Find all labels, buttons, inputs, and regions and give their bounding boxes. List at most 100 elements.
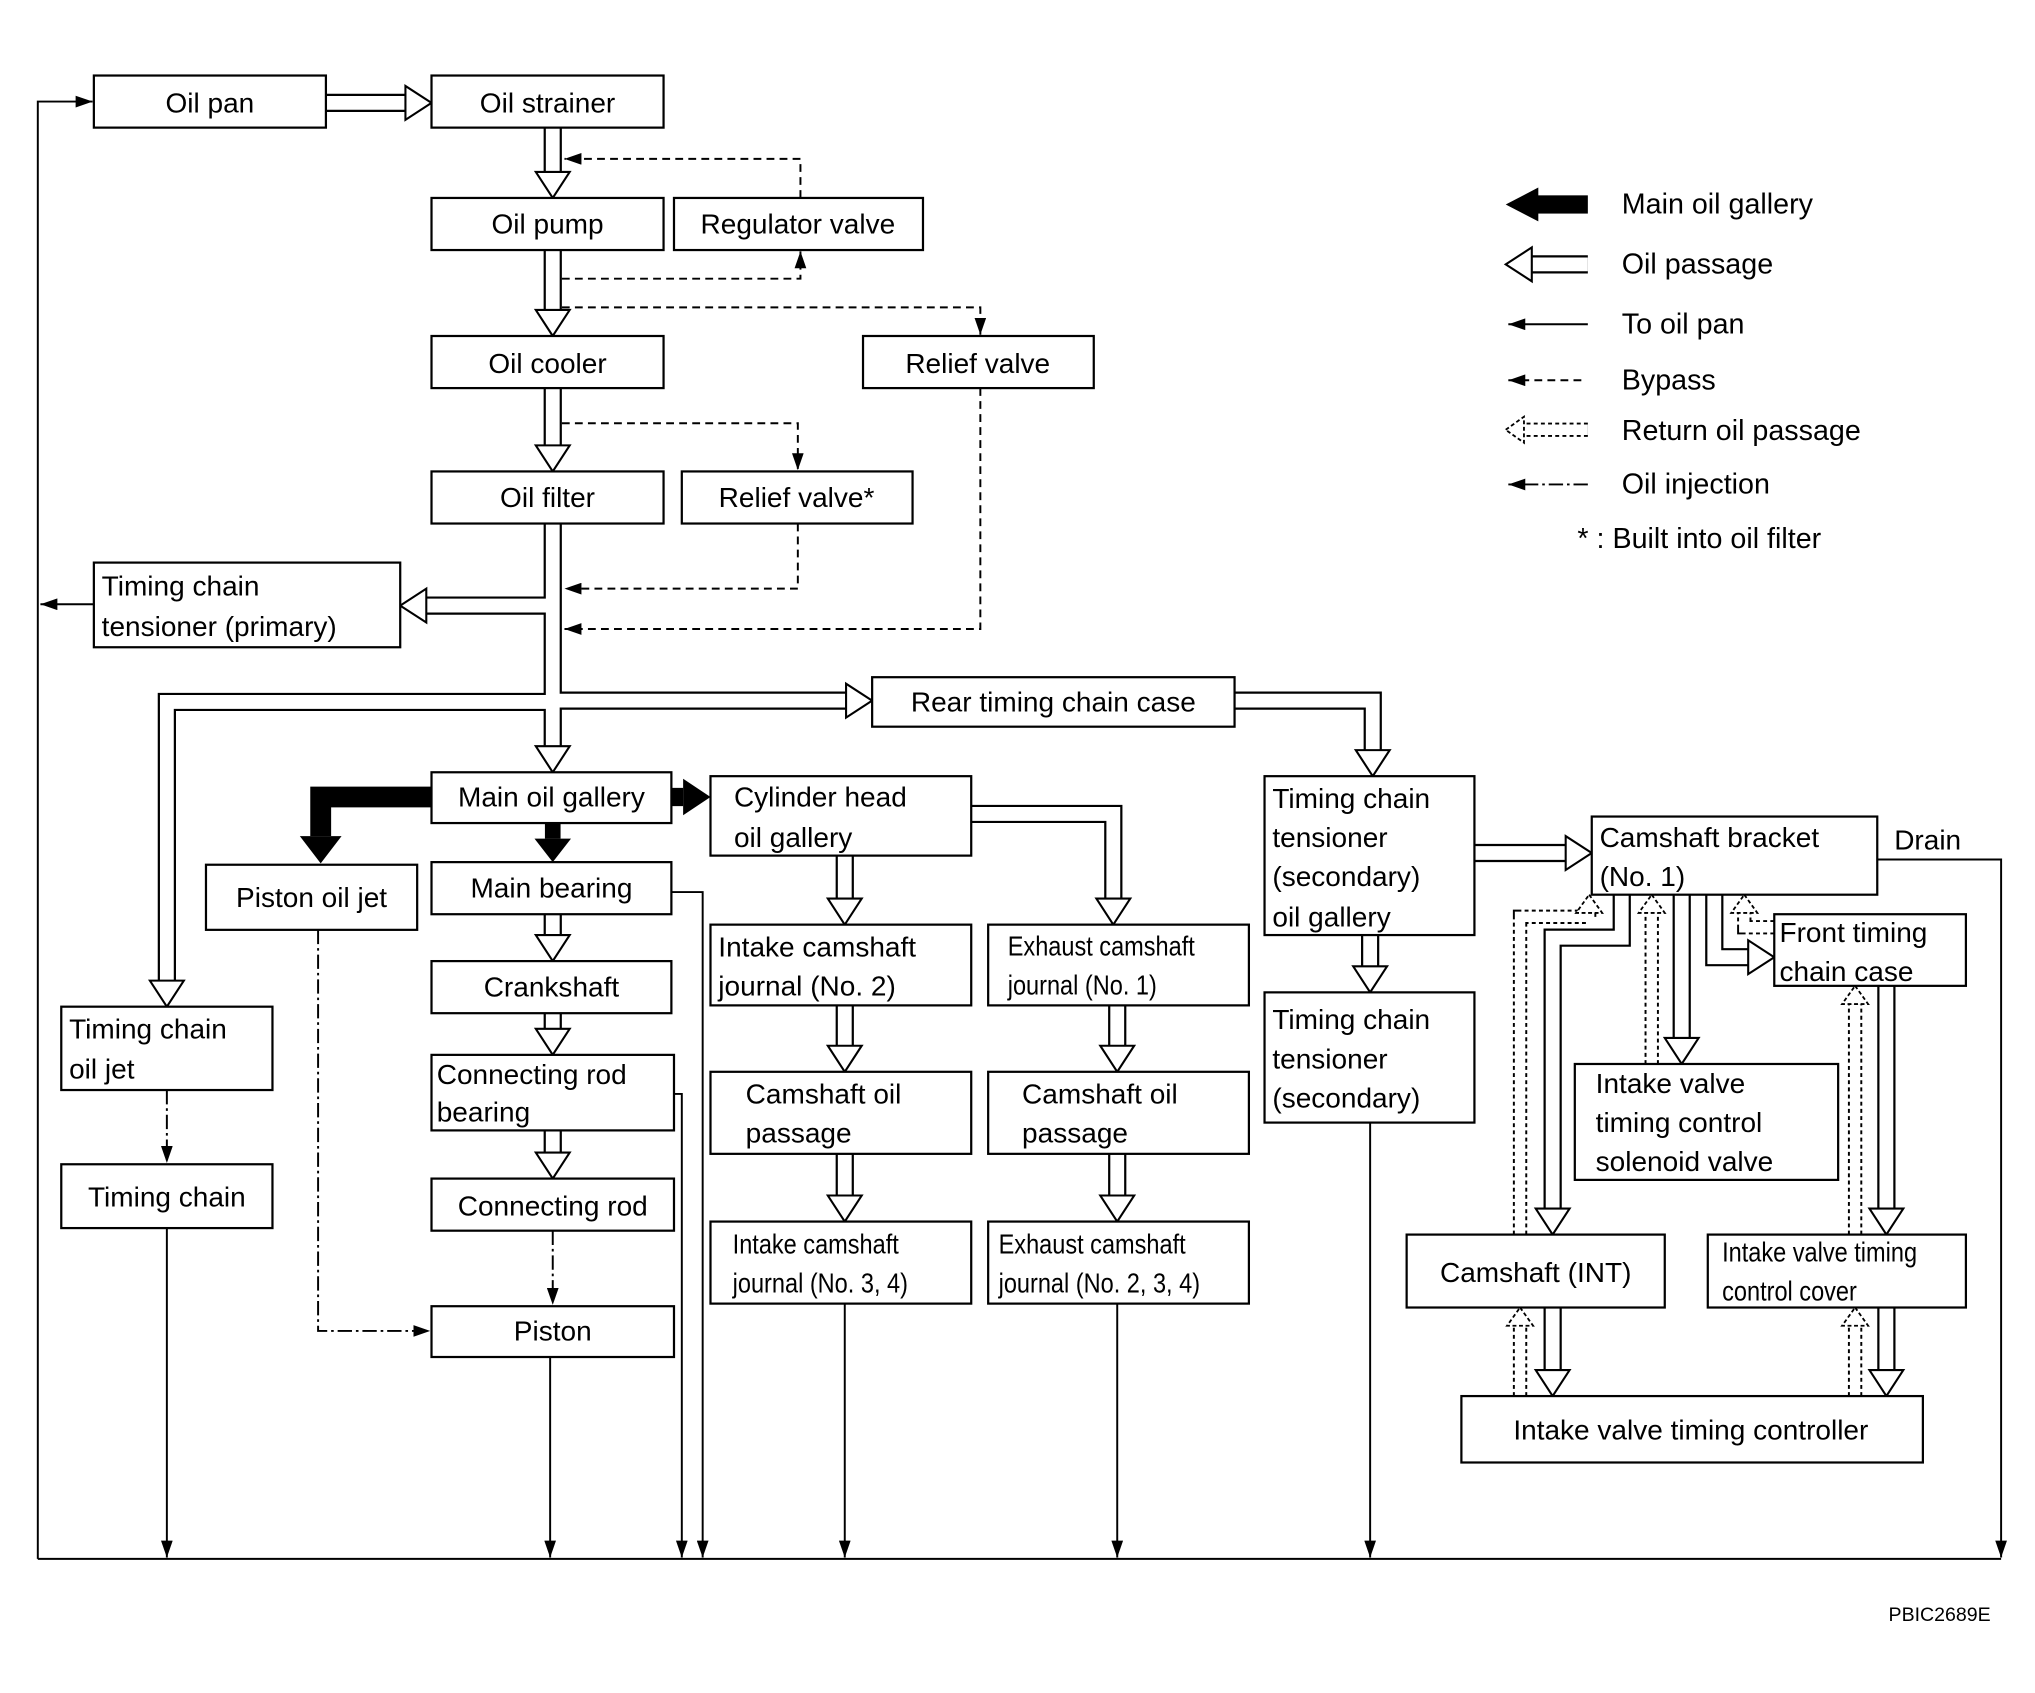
bypass-line-pump-to-regulator <box>561 251 807 280</box>
intake-valve-timing-control-solenoid-valve-label-line-1: Intake valve <box>1596 1068 1745 1099</box>
camshaft-oil-passage-exhaust-label-line-1: Camshaft oil <box>1022 1078 1178 1109</box>
crankshaft-label-line-1: Crankshaft <box>484 972 620 1003</box>
timing-chain-tensioner-secondary-label-line-1: Timing chain <box>1272 1004 1430 1035</box>
piston-label-line-1: Piston <box>514 1315 592 1346</box>
timing-chain-tensioner-secondary-label-line-3: (secondary) <box>1272 1082 1420 1113</box>
legend-label-2: Oil passage <box>1622 248 1773 280</box>
oil-passage-arrow-22-fill <box>1545 894 1629 1209</box>
box-timing-chain-tensioner-secondary <box>1263 991 1476 1124</box>
box-relief-valve <box>861 334 1095 390</box>
oil-passage-arrow-10-head <box>533 934 572 964</box>
return-oil-passage-arrow-3-fill <box>1739 912 1775 933</box>
oil-passage-arrow-17-head <box>1098 1044 1137 1074</box>
oil-passage-arrow-9-fill <box>1234 693 1380 751</box>
figure-code: PBIC2689E <box>1889 1604 1991 1626</box>
exhaust-camshaft-journal-no2-3-4-label-line-1: Exhaust camshaft <box>999 1230 1186 1260</box>
oil-passage-arrow-16-head <box>825 1194 864 1224</box>
legend-return-oil-passage-arrow-head <box>1504 414 1525 445</box>
return-oil-passage-arrow-6-head <box>1840 1305 1870 1327</box>
timing-chain-tensioner-primary-label-line-1: Timing chain <box>102 571 260 602</box>
piston-oil-jet-label-line-1: Piston oil jet <box>236 882 387 913</box>
return-oil-passage-arrow-2-head <box>1636 893 1667 914</box>
box-camshaft-oil-passage-intake <box>709 1070 973 1155</box>
oil-passage-arrow-13-head <box>825 897 864 927</box>
oil-passage-arrow-19-head <box>1351 965 1390 995</box>
exhaust-camshaft-journal-no1-label-line-1: Exhaust camshaft <box>1008 932 1195 962</box>
legend-label-3: To oil pan <box>1622 308 1745 340</box>
intake-valve-timing-control-solenoid-valve-label-line-2: timing control <box>1596 1107 1763 1138</box>
return-oil-passage-arrow-1-fill <box>1514 911 1595 1235</box>
box-piston <box>430 1305 676 1359</box>
legend-label-5: Return oil passage <box>1622 415 1861 447</box>
box-main-oil-gallery <box>430 771 673 825</box>
box-oil-filter <box>430 470 665 525</box>
box-oil-pan <box>92 74 328 129</box>
main-bearing-label-line-1: Main bearing <box>470 873 632 904</box>
relief-valve-label-line-1: Relief valve <box>905 348 1050 379</box>
oil-passage-arrow-18-head <box>1098 1194 1137 1224</box>
bypass-line-cooler-to-relief-valve-filter <box>561 422 804 471</box>
oil-passage-arrow-6-head <box>398 586 428 625</box>
oil-passage-arrow-9-head <box>1353 749 1392 779</box>
box-exhaust-camshaft-journal-no2-3-4 <box>987 1220 1251 1305</box>
cylinder-head-oil-gallery-label-line-1: Cylinder head <box>734 782 907 813</box>
oil-passage-arrow-21-head <box>1662 1036 1701 1066</box>
relief-valve-filter-label-line-1: Relief valve* <box>719 482 875 513</box>
oil-passage-arrow-12-head <box>533 1151 572 1181</box>
intake-camshaft-journal-no3-4-label-line-1: Intake camshaft <box>733 1230 899 1260</box>
intake-valve-timing-control-solenoid-valve-label-line-3: solenoid valve <box>1596 1146 1774 1177</box>
box-intake-valve-timing-control-solenoid-valve <box>1573 1062 1840 1181</box>
return-passage-inner-layer <box>1514 424 1861 1397</box>
oil-passage-arrow-14-fill <box>971 807 1121 899</box>
legend-note: * : Built into oil filter <box>1577 523 1821 555</box>
oil-passage-arrow-4-head <box>533 444 572 474</box>
camshaft-int-label-line-1: Camshaft (INT) <box>1440 1257 1631 1288</box>
regulator-valve-label-line-1: Regulator valve <box>701 209 896 240</box>
box-oil-pump <box>430 196 665 252</box>
box-exhaust-camshaft-journal-no1 <box>987 923 1251 1007</box>
legend-oil-passage-arrow-head <box>1503 245 1533 284</box>
return-to-oil-pan-left-line <box>36 95 93 1559</box>
return-oil-passage-arrow-1-head <box>1574 893 1604 914</box>
oil-passage-arrow-11-head <box>533 1027 572 1057</box>
legend-main-oil-gallery-arrow-head <box>1505 187 1539 222</box>
box-piston-oil-jet <box>204 863 419 931</box>
bypass-line-relief-valve-return <box>564 388 982 635</box>
camshaft-oil-passage-intake-label-line-2: passage <box>746 1118 852 1149</box>
return-line-main-bearing <box>671 891 709 1558</box>
legend-main-oil-gallery-arrow-shaft <box>1537 195 1588 214</box>
front-timing-chain-case-label-line-1: Front timing <box>1779 917 1927 948</box>
oil-passage-arrow-26-head <box>1867 1368 1906 1398</box>
oil-passage-arrow-24-head <box>1867 1207 1906 1237</box>
connecting-rod-bearing-label-line-1: Connecting rod <box>437 1059 627 1090</box>
oil-cooler-label-line-1: Oil cooler <box>488 348 606 379</box>
oil-passage-heads <box>147 84 1906 1398</box>
timing-chain-oil-jet-label-line-2: oil jet <box>69 1054 135 1085</box>
oil-passage-arrow-15-head <box>825 1044 864 1074</box>
return-oil-passage-arrow-5-head <box>1505 1305 1535 1327</box>
intake-valve-timing-control-cover-label-line-1: Intake valve timing <box>1722 1238 1917 1268</box>
timing-chain-tensioner-secondary-oil-gallery-label-line-1: Timing chain <box>1272 783 1430 814</box>
return-line-connecting-rod-bearing <box>673 1092 688 1558</box>
camshaft-bracket-no1-label-line-2: (No. 1) <box>1600 861 1686 892</box>
intake-camshaft-journal-no2-label-line-2: journal (No. 2) <box>717 970 895 1001</box>
rear-timing-chain-case-label-line-1: Rear timing chain case <box>911 686 1196 717</box>
legend-label-6: Oil injection <box>1622 468 1770 500</box>
timing-chain-tensioner-secondary-oil-gallery-label-line-4: oil gallery <box>1272 901 1390 932</box>
oil-passage-arrow-3-head <box>533 308 572 338</box>
box-intake-valve-timing-control-cover <box>1706 1233 1968 1309</box>
legend-label-4: Bypass <box>1622 364 1716 396</box>
box-camshaft-int <box>1405 1233 1666 1309</box>
bypass-line-regulator-to-strainer <box>564 153 802 198</box>
intake-valve-timing-controller-label-line-1: Intake valve timing controller <box>1513 1414 1868 1445</box>
box-regulator-valve <box>672 196 925 252</box>
box-intake-camshaft-journal-no2 <box>709 923 973 1007</box>
oil-passage-arrow-23-head <box>1747 938 1777 977</box>
exhaust-camshaft-journal-no2-3-4-label-line-2: journal (No. 2, 3, 4) <box>998 1269 1200 1299</box>
intake-camshaft-journal-no3-4-label-line-2: journal (No. 3, 4) <box>732 1269 908 1299</box>
oil-passage-arrow-9-outline <box>1234 691 1382 751</box>
thin-flow-lines <box>36 95 2007 1560</box>
